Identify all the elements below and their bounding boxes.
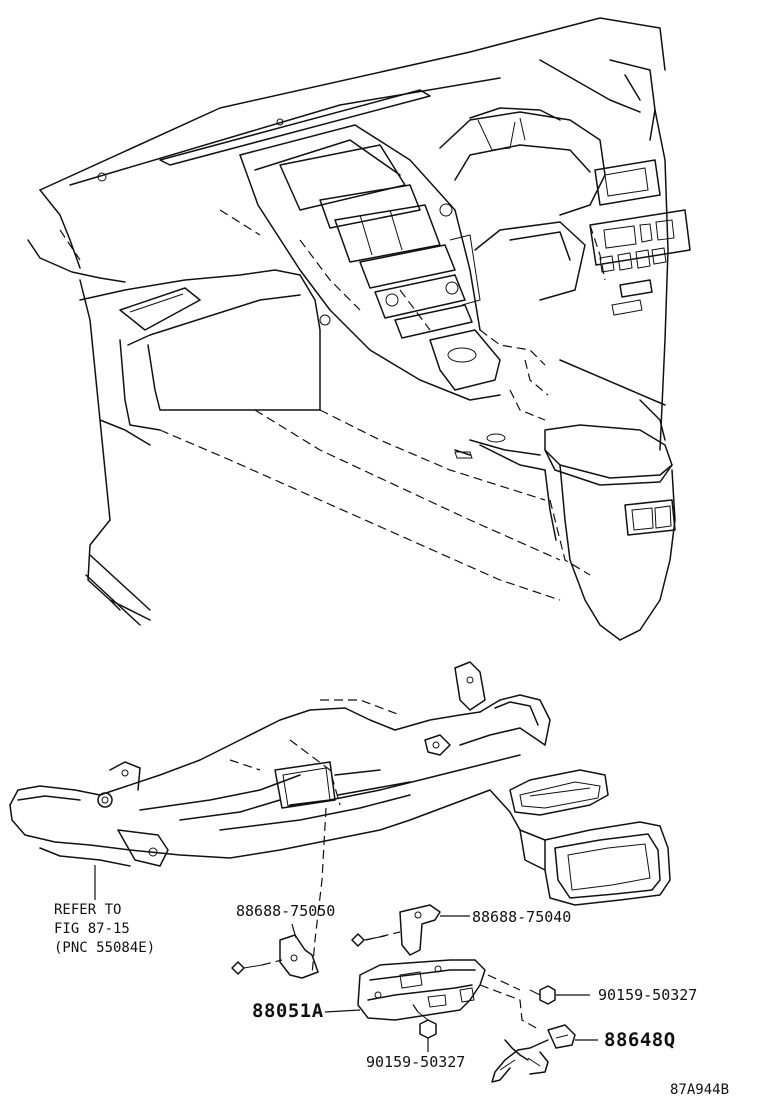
refer-note-line2: FIG 87-15 [54,921,130,937]
part-label-88648Q: 88648Q [604,1029,676,1051]
part-label-90159-50327-bottom: 90159-50327 [366,1053,466,1071]
part-label-88688-75050: 88688-75050 [236,902,336,920]
figure-code: 87A944B [670,1082,730,1098]
part-label-90159-50327-right: 90159-50327 [598,986,698,1004]
part-label-88051A: 88051A [252,1000,324,1022]
small-parts [94,807,598,1083]
refer-note-line3: (PNC 55084E) [54,940,156,956]
refer-note-line1: REFER TO [54,902,122,918]
dashboard-illustration [27,17,691,641]
air-duct-illustration [9,661,671,906]
part-label-88688-75040: 88688-75040 [472,908,572,926]
